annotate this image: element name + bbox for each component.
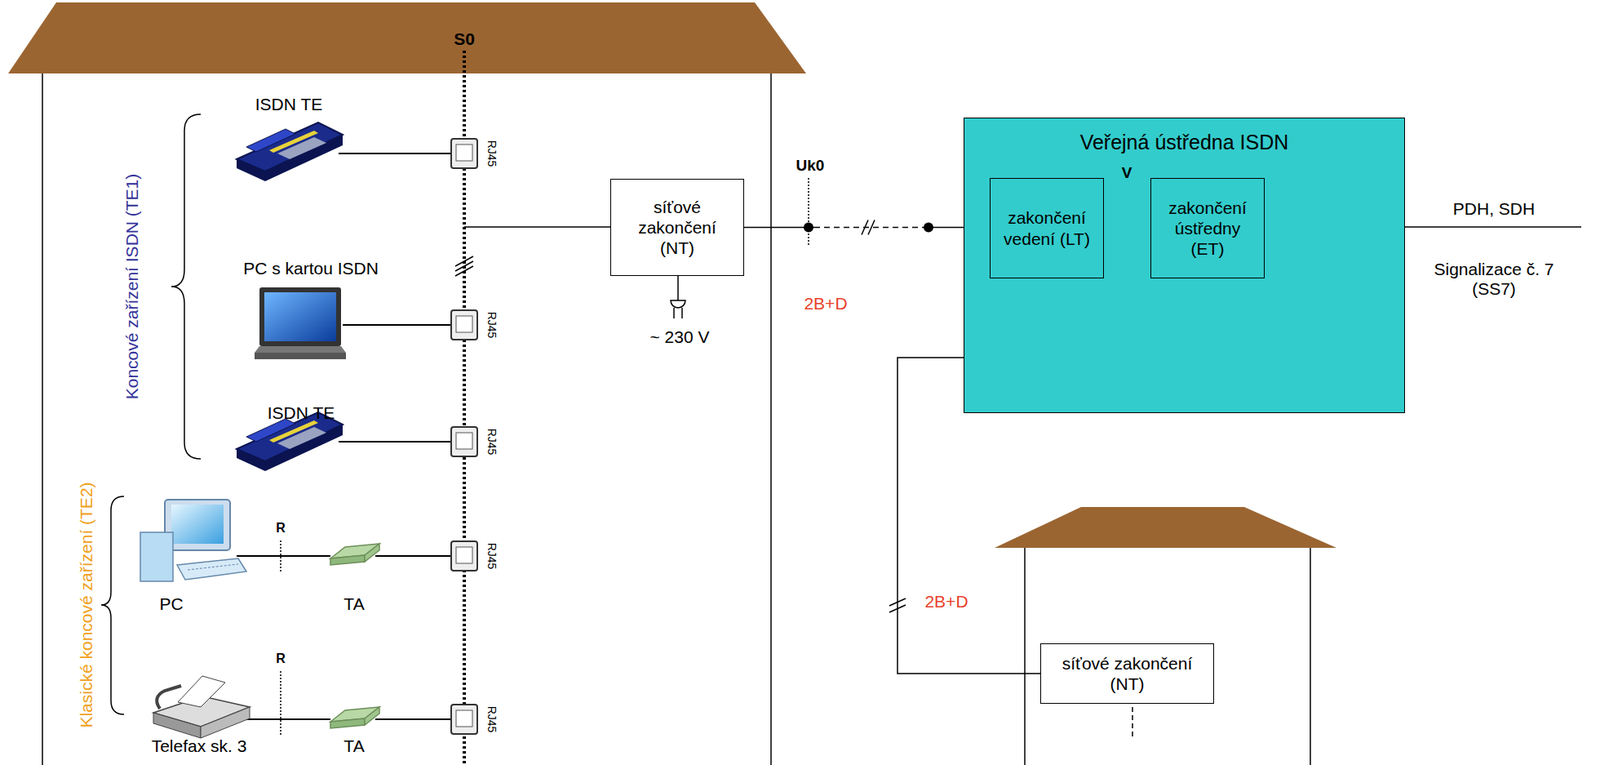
r-reference-point xyxy=(279,540,282,735)
reference-point-label: R xyxy=(275,651,286,666)
connector-label: RJ45 xyxy=(485,140,499,168)
interface-label: V xyxy=(1121,163,1133,182)
interface-label: S0 xyxy=(453,29,475,49)
network-termination: síťové zakončení (NT) xyxy=(1040,642,1215,704)
group-label: Koncové zařízení ISDN (TE1) xyxy=(122,173,142,400)
device-label: TA xyxy=(343,735,364,756)
terminal-adapter xyxy=(330,543,380,728)
connector-label: RJ45 xyxy=(485,311,499,339)
power-plug xyxy=(670,275,686,319)
rj45-socket xyxy=(451,138,478,734)
rj45-slot xyxy=(456,144,473,727)
isdn-phone xyxy=(236,122,343,182)
node-text: síťové zakončení (NT) xyxy=(1054,652,1202,694)
device-label: Telefax sk. 3 xyxy=(151,735,248,756)
wall xyxy=(1023,547,1026,765)
line-termination: zakončení vedení (LT) xyxy=(989,177,1104,279)
connector-label: RJ45 xyxy=(485,542,499,570)
roof xyxy=(994,506,1337,548)
interface-label: Uk0 xyxy=(796,156,825,175)
roof xyxy=(8,2,807,74)
uk0-reference-point xyxy=(807,177,810,245)
telefax xyxy=(153,675,250,738)
signalling-label: Signalizace č. 7 (SS7) xyxy=(1412,259,1576,299)
exchange-termination: zakončení ústředny (ET) xyxy=(1150,177,1265,279)
wire xyxy=(464,226,611,228)
wall xyxy=(770,73,772,765)
device-label: ISDN TE xyxy=(255,94,323,115)
wall xyxy=(41,73,44,765)
node-text: zakončení vedení (LT) xyxy=(997,207,1096,249)
reference-point-label: R xyxy=(275,520,286,536)
device-label: PC s kartou ISDN xyxy=(243,258,379,279)
node-text: zakončení ústředny (ET) xyxy=(1156,197,1259,260)
device-label: ISDN TE xyxy=(267,403,335,423)
connector xyxy=(744,226,990,229)
group-label: Klasické koncové zařízení (TE2) xyxy=(76,481,97,727)
link-label: 2B+D xyxy=(924,591,968,612)
dashed-wire xyxy=(1131,706,1134,739)
device-label: TA xyxy=(343,593,364,614)
power-label: ~ 230 V xyxy=(650,327,710,347)
trunk-label: PDH, SDH xyxy=(1453,199,1535,219)
connector-label: RJ45 xyxy=(485,705,499,733)
wall xyxy=(1309,547,1312,765)
desktop-pc xyxy=(140,499,247,581)
laptop xyxy=(254,287,346,360)
connector-label: RJ45 xyxy=(485,428,499,456)
node-text: síťové zakončení (NT) xyxy=(628,196,727,259)
network-termination: síťové zakončení (NT) xyxy=(610,178,745,276)
exchange-box: Veřejná ústředna ISDN zakončení vedení (L… xyxy=(963,117,1405,413)
node-heading: Veřejná ústředna ISDN xyxy=(980,129,1389,155)
brace xyxy=(101,496,125,714)
wire xyxy=(236,153,452,719)
device-label: PC xyxy=(159,593,183,614)
link-label: 2B+D xyxy=(803,293,847,314)
break-mark xyxy=(455,256,474,276)
wire xyxy=(1404,226,1582,228)
brace xyxy=(171,114,201,459)
